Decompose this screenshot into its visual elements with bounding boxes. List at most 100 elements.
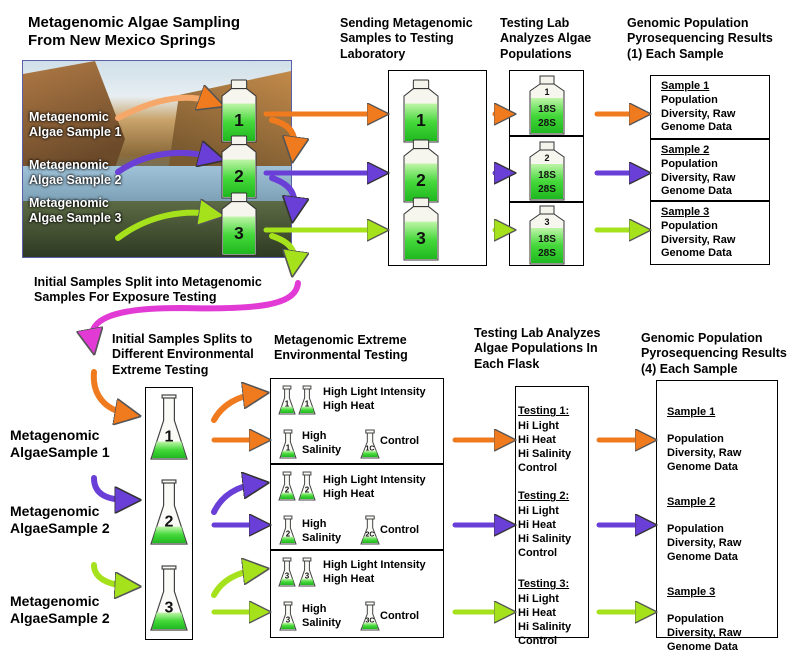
send-bottle-1: 1 [403, 79, 439, 143]
env-3-control: Control [380, 610, 420, 622]
lab-bottle-3-num: 3 [544, 217, 549, 227]
result-bottom-1-title: Sample 1 [667, 405, 716, 418]
result-top-1: Sample 1 Population Diversity, Raw Genom… [650, 75, 770, 139]
photo-label-3: Metagenomic Algae Sample 3 [29, 196, 122, 225]
results-bottom-box [656, 380, 778, 638]
small-flask-2-b: 2 [298, 471, 316, 501]
small-flask-1-c-label: 1 [286, 444, 291, 453]
env-3-salinity: High Salinity [302, 603, 342, 629]
lab-bottle-2-18s: 18S [538, 170, 556, 181]
result-top-2-body: Population Diversity, Raw Genome Data [661, 157, 736, 198]
env-2-control: Control [380, 524, 420, 536]
arrow-flask-2 [91, 475, 128, 500]
small-flask-3-ctrl-label: 3C [366, 618, 375, 625]
small-flask-3-c-label: 3 [286, 616, 291, 625]
small-flask-1-b-label: 1 [305, 400, 310, 409]
arrow-env-3a [211, 570, 256, 598]
env-box-1 [270, 378, 444, 464]
big-flask-3: 3 [150, 565, 188, 631]
env-box-3 [270, 550, 444, 638]
splits-env-heading: Initial Samples Splits to Different Envi… [112, 332, 254, 377]
test-2-items: Hi Light Hi Heat Hi Salinity Control [518, 504, 572, 560]
small-flask-3-a: 3 [278, 557, 296, 587]
test-1-items: Hi Light Hi Heat Hi Salinity Control [518, 419, 572, 475]
small-flask-2-b-label: 2 [305, 486, 310, 495]
arrow-photo-1 [115, 98, 212, 121]
env-1-heat: High Heat [323, 399, 375, 412]
result-top-1-body: Population Diversity, Raw Genome Data [661, 93, 736, 134]
arrow-down-2 [269, 175, 294, 210]
small-flask-2-ctrl-label: 2C [366, 532, 375, 539]
sampling-heading: Metagenomic Algae Sampling From New Mexi… [28, 14, 240, 49]
results-bottom-heading: Genomic Population Pyrosequencing Result… [641, 331, 787, 376]
result-top-3-body: Population Diversity, Raw Genome Data [661, 219, 736, 260]
result-bottom-2-body: Population Diversity, Raw Genome Data [667, 523, 742, 563]
split-heading: Initial Samples Split into Metagenomic S… [34, 275, 262, 305]
arrow-photo-2 [115, 153, 212, 175]
photo-label-2: Metagenomic Algae Sample 2 [29, 158, 122, 187]
lab-bottle-1-num: 1 [544, 87, 549, 97]
test-1: Testing 1: Hi Light Hi Heat Hi Salinity … [518, 390, 571, 490]
send-bottle-3-label: 3 [416, 228, 426, 248]
big-flask-1-label: 1 [165, 429, 174, 446]
result-bottom-2: Sample 2 Population Diversity, Raw Genom… [667, 482, 741, 578]
arrow-split [92, 280, 301, 342]
env-2-light: High Light Intensity [323, 474, 426, 486]
photo-bottle-3: 3 [221, 192, 257, 256]
env-2-salinity: High Salinity [302, 518, 342, 544]
arrow-flask-3 [91, 562, 128, 586]
send-bottle-2-label: 2 [416, 170, 426, 190]
lab-bottle-2-num: 2 [544, 153, 549, 163]
row-label-2: Metagenomic AlgaeSample 2 [10, 503, 110, 536]
small-flask-1-ctrl-label: 1C [366, 446, 375, 453]
results-top-heading: Genomic Population Pyrosequencing Result… [627, 16, 773, 61]
test-3-title: Testing 3: [518, 578, 570, 591]
photo-bottle-2: 2 [221, 135, 257, 199]
env-2-heat: High Heat [323, 487, 375, 500]
small-flask-1-ctrl: 1C [360, 429, 380, 459]
small-flask-2-ctrl: 2C [360, 515, 380, 545]
lab-bottle-2: 2 18S 28S [529, 141, 565, 201]
arrow-down-1 [269, 117, 294, 150]
lab-bottle-2-28s: 28S [538, 184, 556, 195]
small-flask-1-b: 1 [298, 385, 316, 415]
small-flask-1-c: 1 [279, 429, 297, 459]
small-flask-2-c-label: 2 [286, 530, 291, 539]
arrow-photo-3 [115, 213, 212, 241]
small-flask-2-a-label: 2 [285, 486, 290, 495]
small-flask-3-ctrl: 3C [360, 601, 380, 631]
result-top-2-title: Sample 2 [661, 144, 710, 156]
arrow-env-2a [211, 484, 256, 515]
arrow-env-1a [211, 394, 256, 423]
small-flask-2-c: 2 [279, 515, 297, 545]
lab-bottle-1-18s: 18S [538, 104, 556, 115]
result-top-2: Sample 2 Population Diversity, Raw Genom… [650, 139, 770, 201]
photo-bottle-2-label: 2 [234, 166, 244, 186]
small-flask-2-a: 2 [278, 471, 296, 501]
extreme-heading: Metagenomic Extreme Environmental Testin… [274, 333, 408, 363]
send-bottle-3: 3 [403, 197, 439, 261]
env-3-heat: High Heat [323, 572, 375, 585]
big-flask-2: 2 [150, 479, 188, 545]
small-flask-3-b: 3 [298, 557, 316, 587]
result-top-1-title: Sample 1 [661, 80, 710, 92]
small-flask-1-a: 1 [278, 385, 296, 415]
result-bottom-1-body: Population Diversity, Raw Genome Data [667, 433, 742, 473]
big-flask-2-label: 2 [165, 514, 174, 531]
lab-bottle-3-28s: 28S [538, 248, 556, 259]
lab-bottle-3-18s: 18S [538, 234, 556, 245]
photo-bottle-3-label: 3 [234, 223, 244, 243]
small-flask-1-a-label: 1 [285, 400, 290, 409]
big-flask-3-label: 3 [165, 600, 174, 617]
send-bottle-1-label: 1 [416, 110, 426, 130]
arrow-down-3 [269, 233, 294, 264]
send-bottle-2: 2 [403, 139, 439, 203]
small-flask-3-c: 3 [279, 601, 297, 631]
test-1-title: Testing 1: [518, 405, 570, 418]
lab-bottle-1-28s: 28S [538, 118, 556, 129]
result-top-3: Sample 3 Population Diversity, Raw Genom… [650, 201, 770, 265]
sending-heading: Sending Metagenomic Samples to Testing L… [340, 16, 473, 61]
test-2-title: Testing 2: [518, 490, 570, 503]
